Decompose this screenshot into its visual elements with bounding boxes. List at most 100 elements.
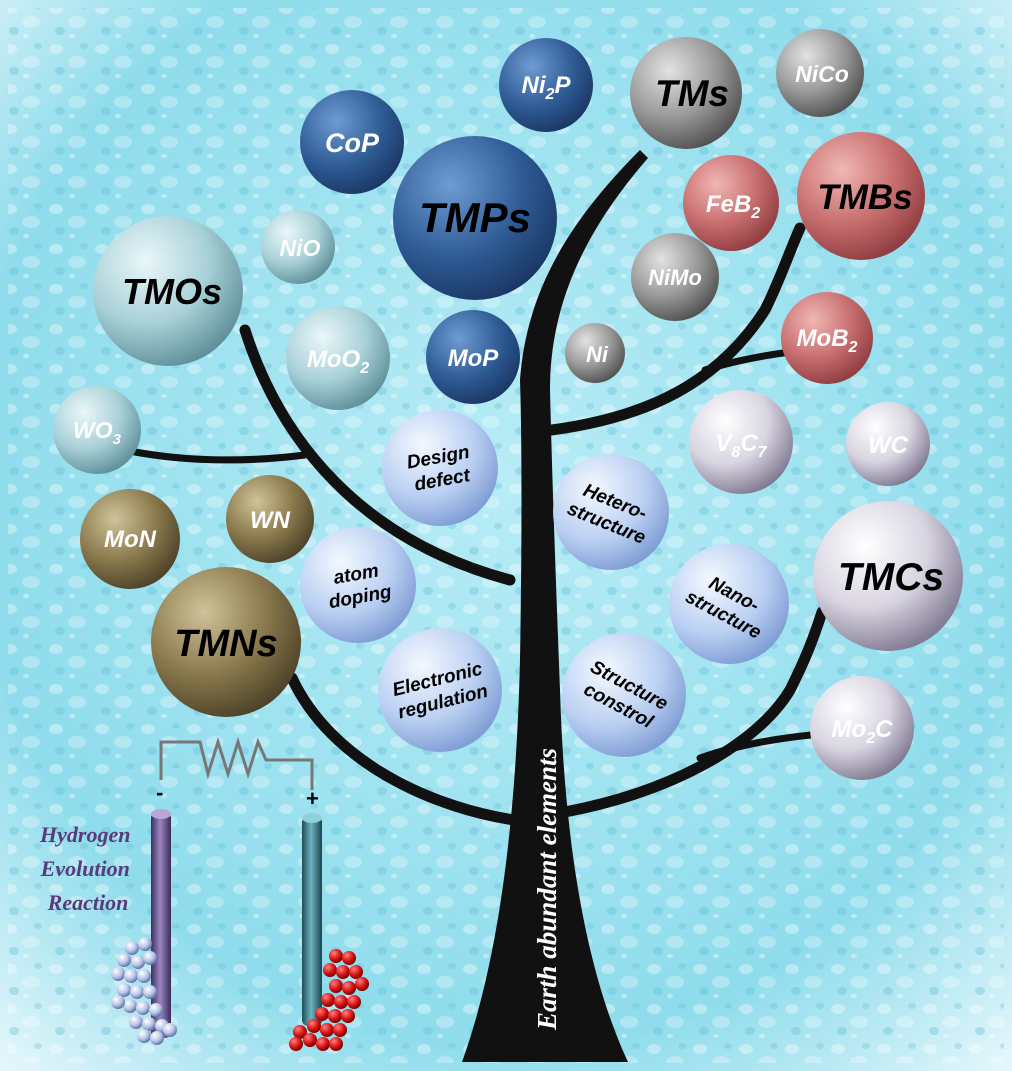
hydrogen-bubble <box>136 1001 150 1015</box>
wo3-label: WO3 <box>73 417 122 448</box>
strategy-atom-label: atomdoping <box>323 559 393 613</box>
oxygen-bubble <box>333 1023 347 1037</box>
oxygen-bubble <box>355 977 369 991</box>
mob2-bubble <box>781 292 873 384</box>
ni2p-tail: P <box>554 72 571 99</box>
oxygen-bubble <box>336 965 350 979</box>
oxygen-bubble <box>329 949 343 963</box>
oxygen-bubble <box>293 1025 307 1039</box>
branch-right-upper <box>529 222 806 438</box>
oxygen-bubble <box>334 995 348 1009</box>
cathode-top <box>151 809 171 819</box>
tmns-bubble <box>151 567 301 717</box>
nio-bubble <box>261 210 335 284</box>
oxygen-bubble <box>303 1033 317 1047</box>
anode-top <box>302 813 322 823</box>
mo2c-tail: C <box>875 716 893 743</box>
hydrogen-bubble <box>125 941 139 955</box>
her-cell: - + Hydrogen Evolution Reaction <box>39 736 369 1051</box>
ni2p-bubble <box>499 38 593 132</box>
branch-mo2c <box>696 730 824 762</box>
v8c7-base2: C <box>740 430 758 457</box>
hydrogen-bubble <box>142 1017 156 1031</box>
hydrogen-bubble <box>117 953 131 967</box>
anode-electrode <box>302 816 322 1026</box>
branch-left-lower <box>286 672 534 828</box>
hydrogen-bubble <box>130 985 144 999</box>
nio-label: NiO <box>280 235 321 261</box>
oxygen-bubble <box>341 1009 355 1023</box>
oxygen-bubble <box>321 993 335 1007</box>
tmps-bubble <box>393 136 557 300</box>
tms-title: TMs <box>655 73 729 114</box>
feb2-label: FeB2 <box>706 191 760 222</box>
her-line-3: Reaction <box>47 890 129 915</box>
ni-label: Ni <box>586 342 609 367</box>
nimo-label: NiMo <box>648 265 702 290</box>
cop-label: CoP <box>325 128 380 158</box>
tmps-title: TMPs <box>419 194 531 241</box>
hydrogen-bubble <box>111 995 125 1009</box>
hydrogen-bubble <box>124 969 138 983</box>
nimo-bubble <box>631 233 719 321</box>
v8c7-base1: V <box>715 430 733 457</box>
tmos-bubble <box>93 216 243 366</box>
v8c7-bubble <box>689 390 793 494</box>
hydrogen-bubble <box>163 1023 177 1037</box>
tmns-title: TMNs <box>174 623 277 665</box>
oxygen-bubble <box>329 979 343 993</box>
v8c7-sub2: 7 <box>758 444 768 461</box>
tmbs-title: TMBs <box>817 178 912 217</box>
hydrogen-bubble <box>143 985 157 999</box>
nico-label: NiCo <box>795 61 849 87</box>
mop-bubble <box>426 310 520 404</box>
moo2-sub: 2 <box>359 360 369 377</box>
hydrogen-bubble <box>138 937 152 951</box>
mon-label: MoN <box>104 526 157 553</box>
oxygen-bubble <box>316 1037 330 1051</box>
minus-sign: - <box>156 780 163 805</box>
tmcs-title: TMCs <box>838 556 944 599</box>
plus-sign: + <box>306 786 319 811</box>
ni-bubble <box>565 323 625 383</box>
hydrogen-bubble <box>137 969 151 983</box>
strategy-hetero-bubble <box>553 454 669 570</box>
oxygen-bubble <box>315 1007 329 1021</box>
mob2-base: MoB <box>797 325 849 352</box>
ni2p-sub: 2 <box>545 86 555 103</box>
mop-label: MoP <box>448 345 500 372</box>
oxygen-bubble <box>323 963 337 977</box>
strategy-nano-bubble <box>669 544 789 664</box>
hydrogen-bubble <box>111 967 125 981</box>
hydrogen-bubble <box>117 983 131 997</box>
branch-right-lower <box>559 606 828 818</box>
tree <box>131 150 828 1062</box>
mob2-sub: 2 <box>848 339 858 356</box>
tmos-title: TMOs <box>122 271 222 312</box>
branch-mob2 <box>701 348 794 374</box>
mon-bubble <box>80 489 180 589</box>
hydrogen-bubble <box>143 951 157 965</box>
her-line-1: Hydrogen <box>39 822 130 847</box>
wo3-bubble <box>53 386 141 474</box>
trunk-label: Earth abundant elements <box>532 748 562 1031</box>
nico-bubble <box>776 29 864 117</box>
mo2c-label: Mo2C <box>832 716 894 747</box>
tmbs-bubble <box>797 132 925 260</box>
oxygen-bubble <box>342 981 356 995</box>
feb2-bubble <box>683 155 779 251</box>
strategy-structure-bubble <box>562 633 686 757</box>
wo3-base: WO <box>73 417 113 443</box>
mob2-label: MoB2 <box>797 325 858 356</box>
v8c7-label: V8C7 <box>715 430 767 461</box>
oxygen-bubble <box>307 1019 321 1033</box>
mo2c-bubble <box>810 676 914 780</box>
tree-trunk <box>462 150 648 1062</box>
moo2-bubble <box>286 306 390 410</box>
oxygen-bubble <box>289 1037 303 1051</box>
v8c7-sub1: 8 <box>731 444 740 461</box>
wc-bubble <box>846 402 930 486</box>
hydrogen-bubbles <box>111 937 177 1045</box>
branch-left-upper <box>239 324 516 586</box>
